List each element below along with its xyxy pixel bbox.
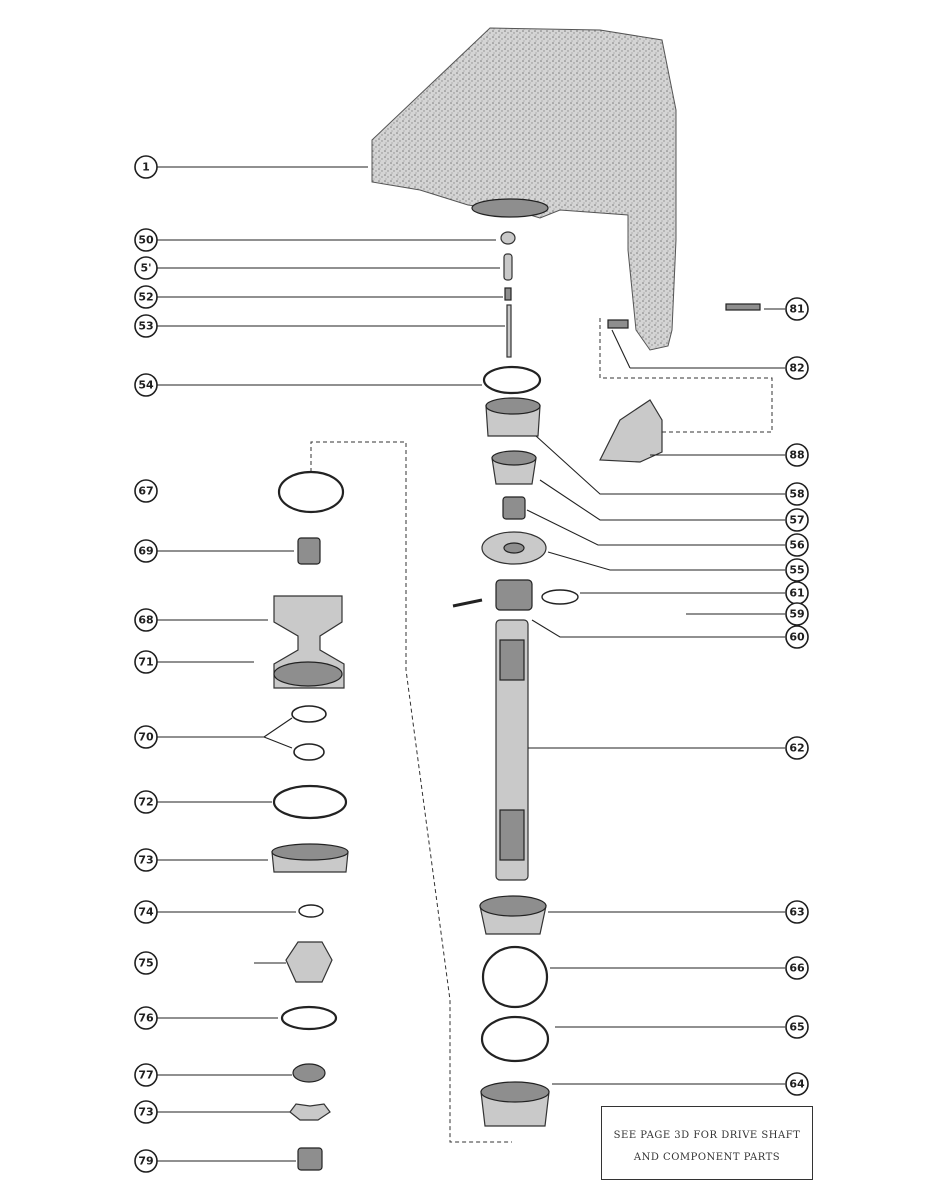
callout-68: 68: [134, 608, 158, 632]
callout-52: 52: [134, 285, 158, 309]
callout-82: 82: [785, 356, 809, 380]
callout-50: 50: [134, 228, 158, 252]
svg-text:1: 1: [142, 161, 150, 174]
callout-77: 77: [134, 1063, 158, 1087]
gear-housing: [371, 27, 677, 351]
callout-51: 5': [134, 256, 158, 280]
svg-text:57: 57: [789, 514, 804, 527]
callout-79: 79: [134, 1149, 158, 1173]
callout-57: 57: [785, 508, 809, 532]
callout-71: 71: [134, 650, 158, 674]
svg-text:64: 64: [789, 1078, 805, 1091]
callout-72: 72: [134, 790, 158, 814]
callout-61: 61: [785, 581, 809, 605]
note-line-2: AND COMPONENT PARTS: [633, 1152, 781, 1163]
note-line-1: SEE PAGE 3D FOR DRIVE SHAFT: [613, 1130, 801, 1141]
svg-text:71: 71: [138, 656, 153, 669]
callout-60: 60: [785, 625, 809, 649]
svg-text:69: 69: [138, 545, 153, 558]
svg-text:63: 63: [789, 906, 804, 919]
svg-text:74: 74: [138, 906, 154, 919]
callout-75: 75: [134, 951, 158, 975]
svg-text:58: 58: [789, 488, 804, 501]
callout-73: 73: [134, 848, 158, 872]
callout-64: 64: [785, 1072, 809, 1096]
callout-66: 66: [785, 956, 809, 980]
svg-text:76: 76: [138, 1012, 154, 1025]
center-parts: [452, 231, 579, 1127]
svg-text:65: 65: [789, 1021, 804, 1034]
callout-62: 62: [785, 736, 809, 760]
svg-text:53: 53: [138, 320, 153, 333]
svg-text:79: 79: [138, 1155, 153, 1168]
callout-1: 1: [134, 155, 158, 179]
callout-55: 55: [785, 558, 809, 582]
callout-70: 70: [134, 725, 158, 749]
svg-text:50: 50: [138, 234, 154, 247]
callout-88: 88: [785, 443, 809, 467]
callout-65: 65: [785, 1015, 809, 1039]
svg-text:82: 82: [789, 362, 804, 375]
svg-text:72: 72: [138, 796, 153, 809]
svg-text:5': 5': [140, 262, 151, 275]
svg-text:68: 68: [138, 614, 153, 627]
callout-69: 69: [134, 539, 158, 563]
callout-76: 76: [134, 1006, 158, 1030]
svg-text:73: 73: [138, 1106, 153, 1119]
svg-text:56: 56: [789, 539, 805, 552]
callout-58: 58: [785, 482, 809, 506]
svg-text:70: 70: [138, 731, 154, 744]
svg-text:59: 59: [789, 608, 804, 621]
svg-text:88: 88: [789, 449, 804, 462]
svg-text:54: 54: [138, 379, 154, 392]
callout-54: 54: [134, 373, 158, 397]
callout-67: 67: [134, 479, 158, 503]
svg-text:67: 67: [138, 485, 153, 498]
callout-81: 81: [785, 297, 809, 321]
group-dashed-lines: [310, 318, 773, 1143]
callout-78: 73: [134, 1100, 158, 1124]
svg-text:60: 60: [789, 631, 805, 644]
callouts: 1 50 5' 52 53 54 67 69 68 71 70 72 73 74…: [134, 155, 809, 1173]
leader-lines: [157, 166, 785, 1162]
svg-text:62: 62: [789, 742, 804, 755]
svg-text:73: 73: [138, 854, 153, 867]
svg-text:75: 75: [138, 957, 153, 970]
callout-63: 63: [785, 900, 809, 924]
svg-text:66: 66: [789, 962, 805, 975]
left-parts: [271, 470, 349, 1171]
svg-text:52: 52: [138, 291, 153, 304]
callout-74: 74: [134, 900, 158, 924]
right-parts: [599, 303, 761, 463]
svg-text:55: 55: [789, 564, 804, 577]
svg-text:77: 77: [138, 1069, 153, 1082]
svg-text:81: 81: [789, 303, 804, 316]
callout-56: 56: [785, 533, 809, 557]
callout-53: 53: [134, 314, 158, 338]
svg-text:61: 61: [789, 587, 804, 600]
reference-note-box: SEE PAGE 3D FOR DRIVE SHAFT AND COMPONEN…: [601, 1106, 813, 1180]
callout-59: 59: [785, 602, 809, 626]
